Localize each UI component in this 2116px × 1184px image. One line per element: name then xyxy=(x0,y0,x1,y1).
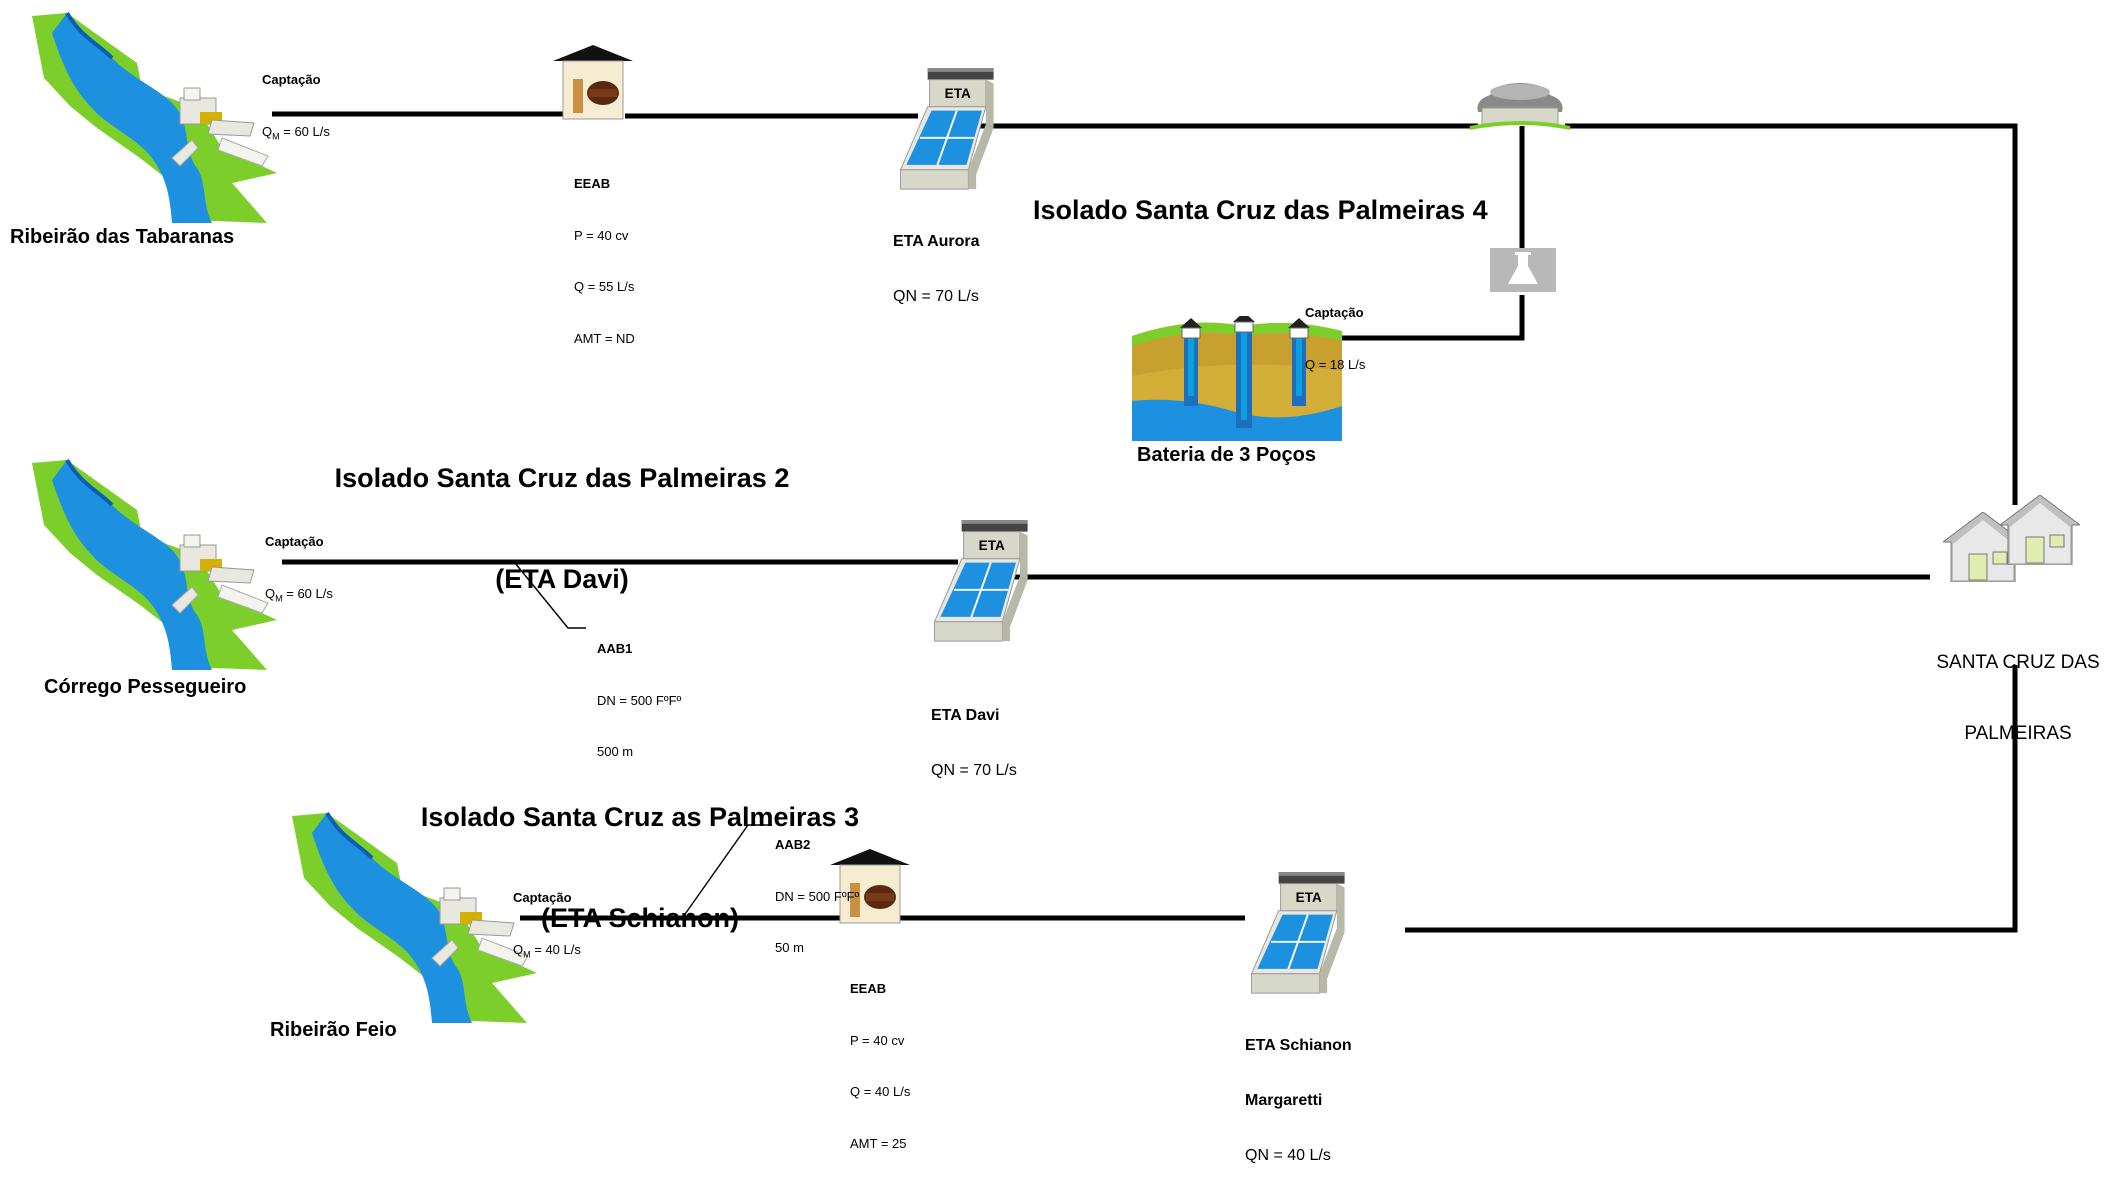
intake-label: Captação QM = 60 L/s xyxy=(265,533,333,604)
treatment-plant-icon xyxy=(933,520,1029,643)
pipelines xyxy=(272,111,2018,933)
flask-icon xyxy=(1490,248,1556,292)
treatment-plant-icon xyxy=(1250,872,1346,995)
source-name: Córrego Pessegueiro xyxy=(44,676,247,698)
wells-name: Bateria de 3 Poços xyxy=(1137,444,1316,466)
intake-label: Captação QM = 60 L/s xyxy=(262,71,330,142)
treatment-plant-icon xyxy=(899,68,995,191)
system-title: Isolado Santa Cruz das Palmeiras 4 xyxy=(1033,195,1488,225)
river-intake-icon xyxy=(30,458,279,670)
eta-label: ETA Schianon Margaretti QN = 40 L/s xyxy=(1245,1036,1352,1165)
eta-label: ETA Davi QN = 70 L/s xyxy=(931,706,1017,779)
system-title: Isolado Santa Cruz as Palmeiras 3 (ETA S… xyxy=(420,801,860,933)
source-name: Ribeirão das Tabaranas xyxy=(10,226,235,248)
eta-label: ETA Aurora QN = 70 L/s xyxy=(893,232,980,305)
pump-station-icon xyxy=(553,45,633,120)
intake-label: Captação QM = 40 L/s xyxy=(513,889,581,960)
city-label: SANTA CRUZ DAS PALMEIRAS xyxy=(1936,651,2100,744)
river-intake-icon xyxy=(30,11,279,223)
system-title: Isolado Santa Cruz das Palmeiras 2 (ETA … xyxy=(334,462,790,594)
house-icon xyxy=(2000,495,2080,565)
reservoir-icon xyxy=(1469,83,1571,130)
pump-station-label: EEAB P = 40 cv Q = 55 L/s AMT = ND xyxy=(574,175,635,346)
pump-station-label: EEAB P = 40 cv Q = 40 L/s AMT = 25 xyxy=(850,980,911,1151)
wells-intake-label: Captação Q = 18 L/s xyxy=(1305,304,1366,372)
pipeline-label: AAB1 DN = 500 FºFº 500 m xyxy=(597,640,682,760)
flow-diagram: ETA xyxy=(30,11,2080,1023)
source-name: Ribeirão Feio xyxy=(270,1019,397,1041)
pipeline-label: AAB2 DN = 500 FºFº 50 m xyxy=(775,836,860,956)
